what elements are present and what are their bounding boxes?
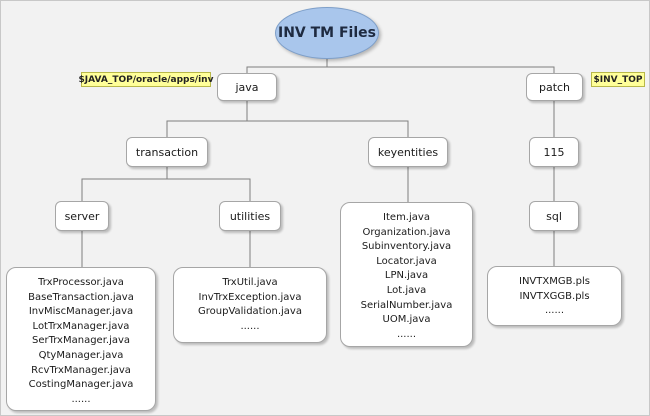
java-top-label: $JAVA_TOP/oracle/apps/inv <box>79 72 213 87</box>
file-item: CostingManager.java <box>28 379 134 391</box>
file-item: ...... <box>240 320 260 332</box>
file-item: Lot.java <box>386 284 427 296</box>
file-item: InvTrxException.java <box>198 291 302 303</box>
node-transaction: transaction <box>126 137 208 167</box>
connector-java-keyentities <box>247 120 409 137</box>
file-item: ...... <box>396 328 417 340</box>
inv-top-label: $INV_TOP <box>591 72 645 87</box>
file-item: QtyManager.java <box>38 349 124 361</box>
file-item: Item.java <box>383 212 430 223</box>
file-item: TrxUtil.java <box>222 277 278 288</box>
connector-java-transaction <box>166 101 248 137</box>
file-item: Locator.java <box>376 255 437 267</box>
node-sql: sql <box>529 201 579 231</box>
node-utilities: utilities <box>219 201 281 231</box>
file-item: BaseTransaction.java <box>28 291 134 303</box>
file-item: SerTrxManager.java <box>31 335 131 347</box>
connector-transaction-utilities <box>167 178 251 201</box>
node-keyentities: keyentities <box>368 137 448 167</box>
node-115: 115 <box>529 137 579 167</box>
connector-root-java <box>246 59 328 73</box>
file-item: LotTrxManager.java <box>32 320 130 332</box>
file-item: ...... <box>544 305 565 317</box>
file-item: GroupValidation.java <box>198 306 302 318</box>
connector-transaction-server <box>81 167 168 201</box>
file-item: SerialNumber.java <box>360 299 453 311</box>
file-item: UOM.java <box>382 314 431 326</box>
file-item: LPN.java <box>384 270 429 282</box>
file-item: INVTXMGB.pls <box>519 276 590 287</box>
file-item: INVTXGGB.pls <box>519 290 590 302</box>
root-node: INV TM Files <box>275 7 379 59</box>
node-java: java <box>217 73 277 101</box>
file-item: Subinventory.java <box>361 241 452 253</box>
connector-root-patch <box>327 66 555 73</box>
file-item: RcvTrxManager.java <box>31 364 131 376</box>
file-item: InvMiscManager.java <box>28 306 134 318</box>
file-item: TrxProcessor.java <box>38 277 124 288</box>
file-item: ...... <box>71 393 91 405</box>
file-item: Organization.java <box>362 226 451 238</box>
node-patch: patch <box>526 73 583 101</box>
node-server: server <box>55 201 109 231</box>
